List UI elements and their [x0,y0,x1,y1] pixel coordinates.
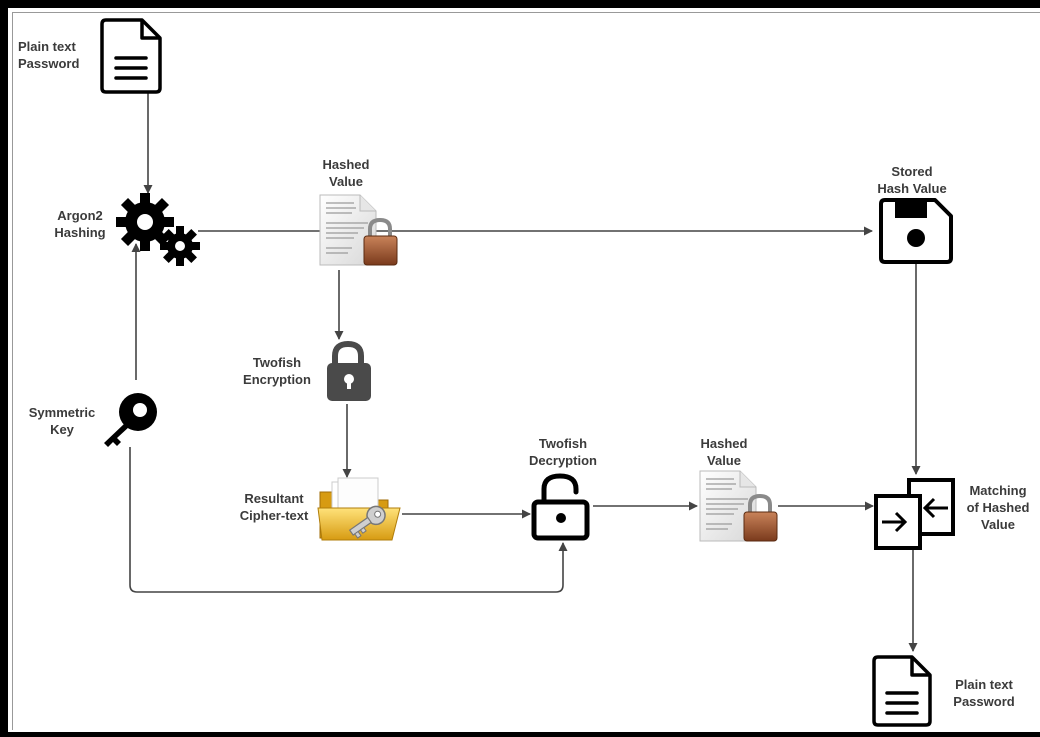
plain-text-password-label: Plain text Password [18,38,79,72]
symmetric-key-label: Symmetric Key [14,404,110,438]
stored-hash-value-label: Stored Hash Value [862,163,962,197]
document-icon [874,657,930,725]
padlock-open-icon [534,476,587,538]
locked-document-icon [700,471,777,541]
padlock-closed-icon [327,344,371,401]
matching-of-hashed-value-label: Matching of Hashed Value [956,482,1040,533]
twofish-encryption-label: Twofish Encryption [232,354,322,388]
plain-text-password-label: Plain text Password [936,676,1032,710]
hashed-value-label: Hashed Value [684,435,764,469]
floppy-disk-icon [881,200,951,262]
locked-document-icon [320,195,397,265]
document-icon [102,20,160,92]
argon2-hashing-label: Argon2 Hashing [40,207,120,241]
resultant-cipher-text-label: Resultant Cipher-text [226,490,322,524]
twofish-decryption-label: Twofish Decryption [518,435,608,469]
key-icon [104,393,157,447]
folder-key-icon [318,478,400,540]
gears-icon [116,193,200,266]
compare-arrows-icon [876,480,953,548]
hashed-value-label: Hashed Value [306,156,386,190]
